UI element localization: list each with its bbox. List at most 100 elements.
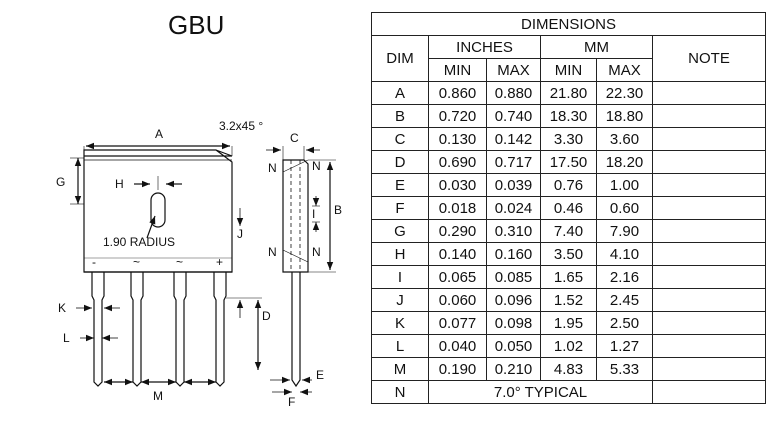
mm-min-cell: 4.83 (540, 357, 597, 381)
pin-sign-1: - (92, 255, 96, 269)
dim-cell: J (371, 288, 429, 312)
label-f: F (288, 395, 295, 409)
note-header: NOTE (651, 35, 767, 82)
inches-max-cell: 0.740 (486, 104, 541, 128)
note-cell (651, 380, 767, 404)
mm-min-cell: 17.50 (540, 150, 597, 174)
inches-max-header: MAX (486, 58, 541, 82)
package-body-side (282, 159, 309, 273)
label-j: J (237, 227, 243, 241)
note-cell (651, 104, 767, 128)
mounting-hole (150, 192, 166, 228)
dim-cell: A (371, 81, 429, 105)
mm-max-header: MAX (596, 58, 653, 82)
label-i: I (312, 207, 315, 221)
mm-max-cell: 7.90 (596, 219, 653, 243)
table-row: E 0.030 0.039 0.76 1.00 (371, 173, 767, 197)
table-row: J 0.060 0.096 1.52 2.45 (371, 288, 767, 312)
table-row: N 7.0° TYPICAL (371, 380, 767, 404)
inches-min-cell: 0.065 (428, 265, 487, 289)
inches-min-cell: 0.720 (428, 104, 487, 128)
dim-cell: N (371, 380, 429, 404)
inches-min-cell: 0.040 (428, 334, 487, 358)
side-pin (291, 272, 301, 388)
inches-max-cell: 0.880 (486, 81, 541, 105)
inches-header: INCHES (428, 35, 541, 59)
mm-max-cell: 5.33 (596, 357, 653, 381)
dim-cell: M (371, 357, 429, 381)
note-cell (651, 334, 767, 358)
inches-max-cell: 0.142 (486, 127, 541, 151)
package-title: GBU (168, 10, 225, 40)
note-cell (651, 357, 767, 381)
mm-min-cell: 0.76 (540, 173, 597, 197)
table-row: D 0.690 0.717 17.50 18.20 (371, 150, 767, 174)
table-row: M 0.190 0.210 4.83 5.33 (371, 357, 767, 381)
typical-value-cell: 7.0° TYPICAL (428, 380, 653, 404)
note-cell (651, 242, 767, 266)
mm-max-cell: 2.50 (596, 311, 653, 335)
label-m: M (153, 389, 163, 403)
dim-cell: B (371, 104, 429, 128)
mm-min-header: MIN (540, 58, 597, 82)
table-row: C 0.130 0.142 3.30 3.60 (371, 127, 767, 151)
dim-cell: D (371, 150, 429, 174)
mm-max-cell: 18.20 (596, 150, 653, 174)
label-c: C (290, 131, 299, 145)
label-h: H (115, 177, 124, 191)
dim-cell: K (371, 311, 429, 335)
mm-max-cell: 18.80 (596, 104, 653, 128)
label-b: B (334, 203, 342, 217)
dim-cell: C (371, 127, 429, 151)
inches-min-cell: 0.077 (428, 311, 487, 335)
inches-max-cell: 0.085 (486, 265, 541, 289)
inches-max-cell: 0.024 (486, 196, 541, 220)
dim-cell: I (371, 265, 429, 289)
label-a: A (155, 127, 163, 141)
note-cell (651, 173, 767, 197)
inches-min-header: MIN (428, 58, 487, 82)
inches-min-cell: 0.060 (428, 288, 487, 312)
mm-min-cell: 18.30 (540, 104, 597, 128)
label-l: L (63, 331, 70, 345)
inches-max-cell: 0.210 (486, 357, 541, 381)
label-g: G (56, 175, 65, 189)
note-cell (651, 265, 767, 289)
inches-min-cell: 0.190 (428, 357, 487, 381)
mm-max-cell: 2.16 (596, 265, 653, 289)
pin-sign-3: ~ (176, 255, 183, 269)
dimensions-table: DIMENSIONS DIM INCHES MM NOTE MIN MAX MI… (370, 12, 767, 404)
dim-cell: L (371, 334, 429, 358)
mm-max-cell: 1.00 (596, 173, 653, 197)
table-row: F 0.018 0.024 0.46 0.60 (371, 196, 767, 220)
mm-min-cell: 21.80 (540, 81, 597, 105)
table-title: DIMENSIONS (370, 12, 767, 36)
radius-label: 1.90 RADIUS (103, 235, 175, 249)
front-pins (91, 272, 227, 387)
inches-max-cell: 0.096 (486, 288, 541, 312)
label-e: E (316, 368, 324, 382)
mm-max-cell: 1.27 (596, 334, 653, 358)
inches-min-cell: 0.290 (428, 219, 487, 243)
table-row: L 0.040 0.050 1.02 1.27 (371, 334, 767, 358)
label-d: D (262, 309, 271, 323)
mm-max-cell: 22.30 (596, 81, 653, 105)
dim-cell: G (371, 219, 429, 243)
chamfer-label: 3.2x45 ° (219, 119, 263, 133)
note-cell (651, 150, 767, 174)
mm-max-cell: 3.60 (596, 127, 653, 151)
package-outline-drawing: A 3.2x45 ° G H 1.90 RADIUS J - ~ ~ + K L… (56, 119, 342, 409)
mm-max-cell: 2.45 (596, 288, 653, 312)
inches-min-cell: 0.860 (428, 81, 487, 105)
mm-min-cell: 7.40 (540, 219, 597, 243)
inches-min-cell: 0.130 (428, 127, 487, 151)
table-row: K 0.077 0.098 1.95 2.50 (371, 311, 767, 335)
inches-max-cell: 0.050 (486, 334, 541, 358)
mm-max-cell: 0.60 (596, 196, 653, 220)
note-cell (651, 288, 767, 312)
inches-max-cell: 0.717 (486, 150, 541, 174)
mm-min-cell: 3.30 (540, 127, 597, 151)
inches-max-cell: 0.098 (486, 311, 541, 335)
inches-min-cell: 0.018 (428, 196, 487, 220)
inches-max-cell: 0.310 (486, 219, 541, 243)
